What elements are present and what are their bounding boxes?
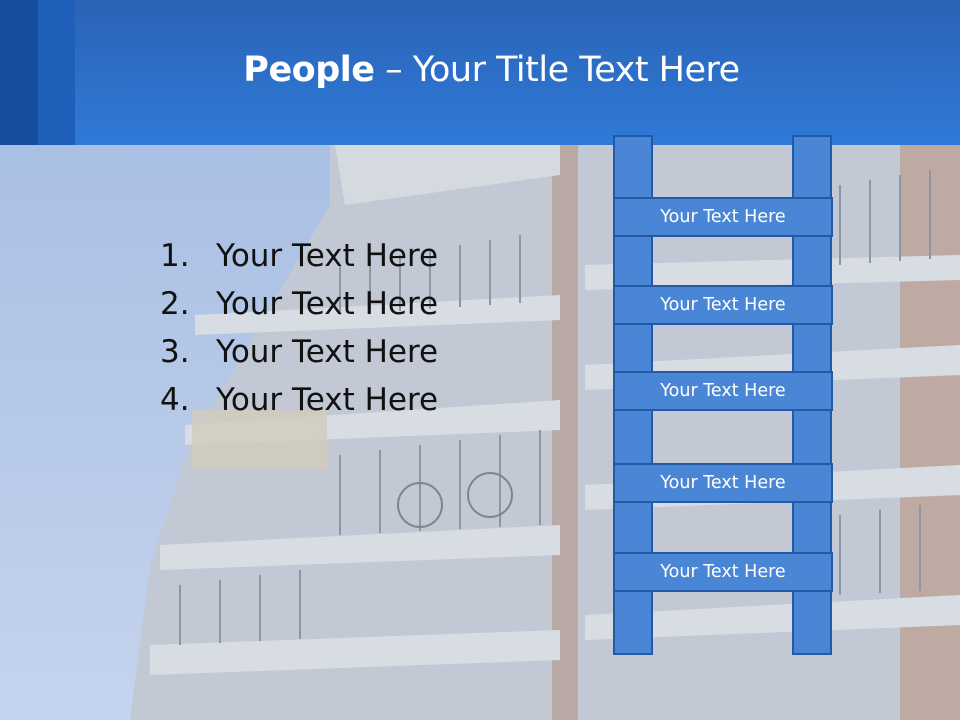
list-text: Your Text Here (216, 286, 439, 322)
list-item: 2. Your Text Here (160, 280, 438, 328)
header-bar: People – Your Title Text Here (0, 0, 960, 145)
list-item: 1. Your Text Here (160, 232, 438, 280)
title-bold: People (243, 50, 375, 90)
header-accent-band-secondary (38, 0, 75, 145)
list-item: 3. Your Text Here (160, 328, 438, 376)
numbered-list: 1. Your Text Here 2. Your Text Here 3. Your… (160, 232, 438, 424)
ladder-rung: Your Text Here (613, 285, 833, 325)
list-number: 1. (160, 238, 190, 274)
title-rest: – Your Title Text Here (374, 50, 740, 90)
header-accent-band (0, 0, 38, 145)
list-number: 2. (160, 286, 190, 322)
list-text: Your Text Here (216, 238, 439, 274)
ladder-rung: Your Text Here (613, 463, 833, 503)
list-text: Your Text Here (216, 382, 439, 418)
ladder-rung: Your Text Here (613, 552, 833, 592)
list-number: 3. (160, 334, 190, 370)
slide-title: People – Your Title Text Here (0, 50, 960, 90)
ladder-rung: Your Text Here (613, 371, 833, 411)
list-number: 4. (160, 382, 190, 418)
list-item: 4. Your Text Here (160, 376, 438, 424)
list-text: Your Text Here (216, 334, 439, 370)
ladder-rung: Your Text Here (613, 197, 833, 237)
